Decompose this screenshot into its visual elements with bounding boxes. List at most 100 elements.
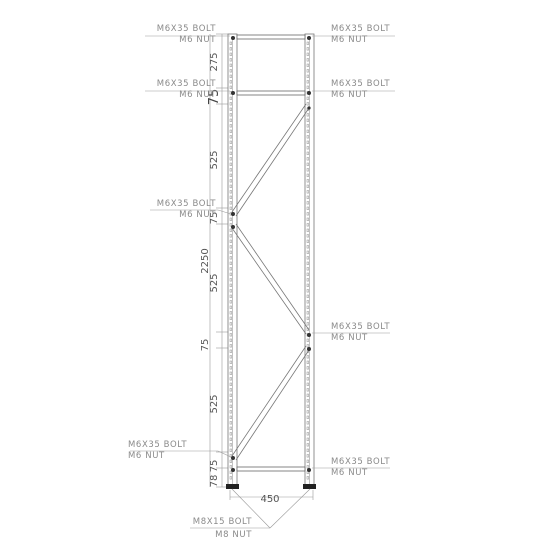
post-hole [306,465,309,469]
post-hole [229,371,232,375]
label-top-right-nut: M6 NUT [331,35,368,45]
post-hole [229,443,232,447]
post-hole [229,223,232,227]
post-hole [229,96,232,100]
post-hole [306,157,309,161]
post-hole [229,305,232,309]
post-hole [229,85,232,89]
post-hole [306,184,309,188]
post-hole [306,162,309,166]
post-hole [229,421,232,425]
label-foot-bolt: M8X15 BOLT [193,517,252,527]
dim-foot: 78 [209,475,220,488]
left-foot [226,484,239,489]
post-hole [306,448,309,452]
post-hole [229,107,232,111]
post-hole [229,41,232,45]
post-hole [229,377,232,381]
dim-bottom-beam: 75 [209,460,220,473]
post-hole [229,470,232,474]
post-hole [306,454,309,458]
post-hole [229,206,232,210]
post-hole [306,41,309,45]
post-hole [229,113,232,117]
post-hole [306,404,309,408]
post-hole [229,399,232,403]
post-hole [229,195,232,199]
post-hole [306,355,309,359]
post-hole [229,426,232,430]
post-hole [306,201,309,205]
post-hole [306,135,309,139]
post-hole [306,322,309,326]
post-hole [229,102,232,106]
post-hole [306,338,309,342]
post-hole [306,261,309,265]
label-bottom-right-nut: M6 NUT [331,468,368,478]
post-hole [306,283,309,287]
post-hole [229,448,232,452]
post-hole [306,399,309,403]
post-hole [306,80,309,84]
post-hole [229,135,232,139]
post-hole [306,212,309,216]
post-hole [229,63,232,67]
post-hole [306,377,309,381]
post-hole [306,118,309,122]
label-top-left-bolt: M6X35 BOLT [157,24,216,34]
post-hole [306,311,309,315]
post-hole [229,52,232,56]
post-hole [306,432,309,436]
post-hole [306,366,309,370]
post-hole [229,267,232,271]
post-hole [306,140,309,144]
post-hole [229,476,232,480]
dimension-chain [209,33,228,488]
post-hole [306,459,309,463]
post-hole [306,245,309,249]
dim-brace-2: 525 [209,273,220,292]
post-hole [229,173,232,177]
post-hole [229,140,232,144]
upper-beam [236,90,306,96]
post-hole [306,146,309,150]
label-bottom-right-bolt: M6X35 BOLT [331,457,390,467]
post-hole [229,300,232,304]
post-hole [229,322,232,326]
post-hole [306,344,309,348]
post-hole [229,157,232,161]
post-hole [306,437,309,441]
post-hole [306,415,309,419]
post-hole [229,228,232,232]
post-hole [306,300,309,304]
post-hole [306,305,309,309]
post-hole [229,217,232,221]
post-hole [229,333,232,337]
post-hole [306,74,309,78]
post-hole [306,228,309,232]
post-hole [229,245,232,249]
dim-brace-1: 525 [209,150,220,169]
post-hole [306,217,309,221]
post-hole [229,349,232,353]
post-hole [229,69,232,73]
post-hole [229,316,232,320]
post-hole [229,179,232,183]
post-hole [229,118,232,122]
post-hole [229,465,232,469]
post-hole [306,267,309,271]
post-hole [229,168,232,172]
dim-upper-beam: 75 [207,89,222,106]
label-mid-right-bolt: M6X35 BOLT [331,322,390,332]
post-hole [229,388,232,392]
label-mid-right-nut: M6 NUT [331,333,368,343]
post-hole [229,190,232,194]
post-hole [229,393,232,397]
post-hole [306,239,309,243]
post-hole [306,47,309,51]
post-hole [306,69,309,73]
label-mid-left-nut: M6 NUT [179,210,216,220]
post-hole [229,327,232,331]
right-foot [303,484,316,489]
